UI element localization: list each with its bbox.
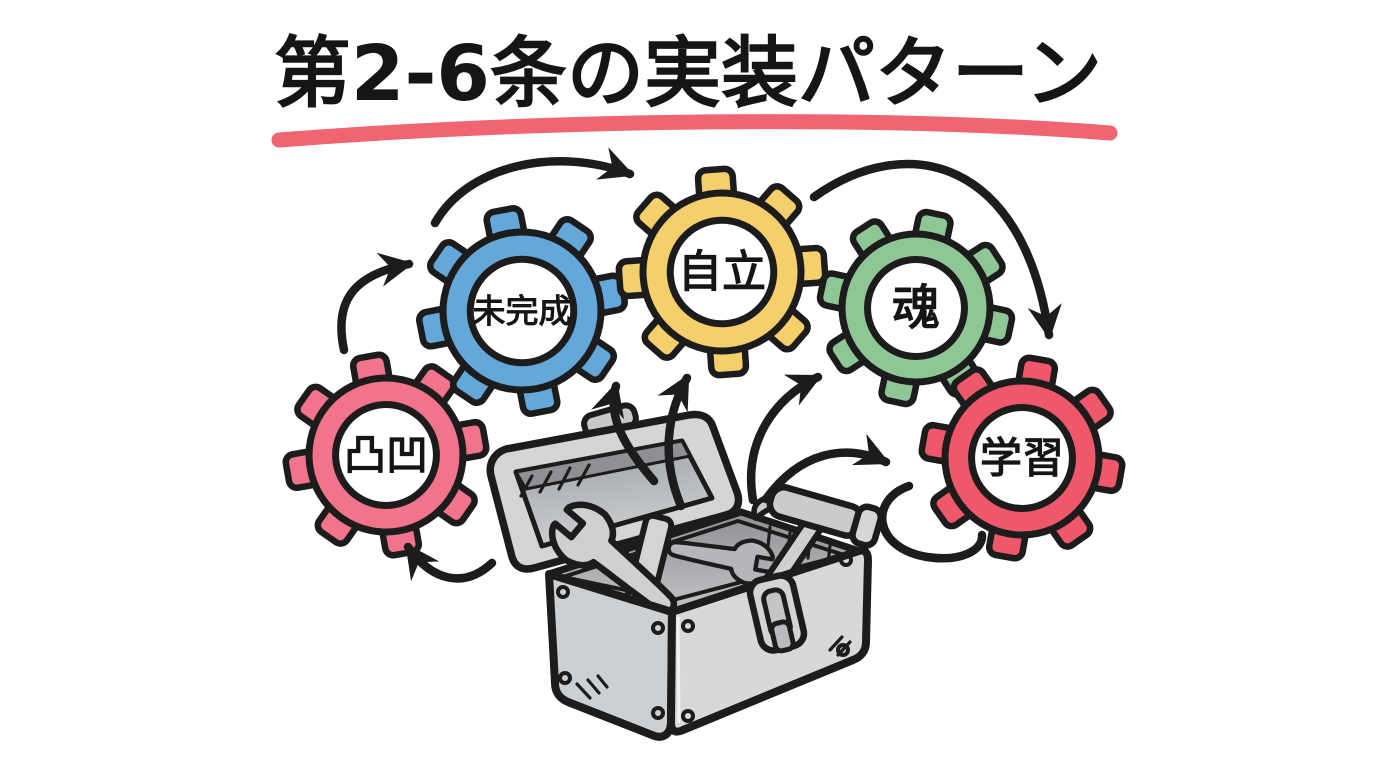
gear-mikansei: 未完成	[416, 205, 628, 417]
gear-tamashii-label: 魂	[892, 280, 940, 336]
gear-dekoboko: 凸凹	[282, 351, 490, 559]
title-underline	[271, 114, 1118, 148]
toolbox-clasp	[746, 572, 808, 654]
flow-arrows	[337, 147, 1062, 583]
swirl-under-gakushu	[878, 481, 987, 563]
gear-jiritsu: 自立	[615, 165, 829, 379]
gear-jiritsu-label: 自立	[678, 247, 766, 298]
arrow-toolbox-to-mikansei	[591, 381, 659, 486]
arrow-dekoboko-to-mikansei	[337, 252, 414, 355]
arrow-toolbox-to-gakushu	[761, 433, 891, 504]
arrow-toolbox-to-dekoboko	[403, 542, 497, 583]
arrow-toolbox-to-tamashii	[747, 372, 823, 505]
gear-tamashii: 魂	[816, 208, 1016, 408]
gear-mikansei-label: 未完成	[473, 292, 572, 331]
toolbox-body	[545, 546, 872, 741]
gear-gakushu: 学習	[918, 354, 1126, 562]
toolbox	[486, 402, 885, 741]
gear-dekoboko-label: 凸凹	[344, 431, 428, 480]
toolbox-tools	[542, 484, 885, 633]
arrow-mikansei-to-jiritsu	[430, 147, 635, 228]
arrow-jiritsu-to-gakushu	[809, 159, 1062, 340]
page-title: 第2-6条の実装パターン	[273, 30, 1103, 119]
arrow-toolbox-to-jiritsu	[657, 373, 692, 511]
gear-gakushu-label: 学習	[980, 434, 1064, 483]
